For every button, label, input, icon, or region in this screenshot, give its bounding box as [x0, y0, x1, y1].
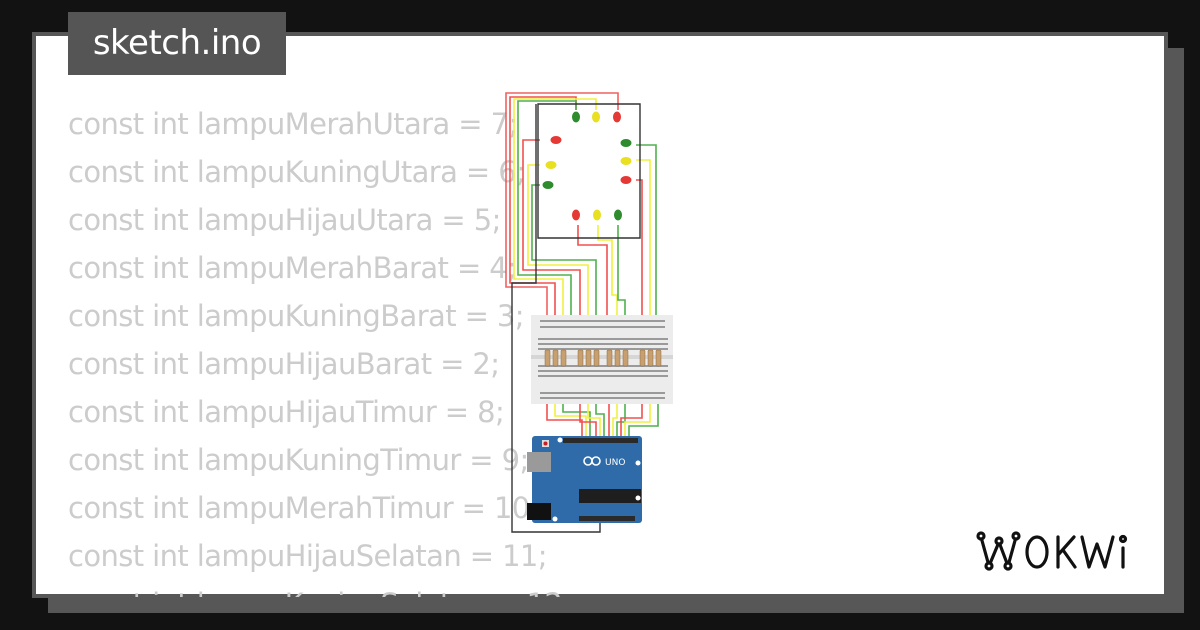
preview-card	[32, 32, 1168, 598]
wokwi-logo[interactable]	[975, 528, 1150, 576]
file-tab[interactable]: sketch.ino	[68, 12, 286, 75]
